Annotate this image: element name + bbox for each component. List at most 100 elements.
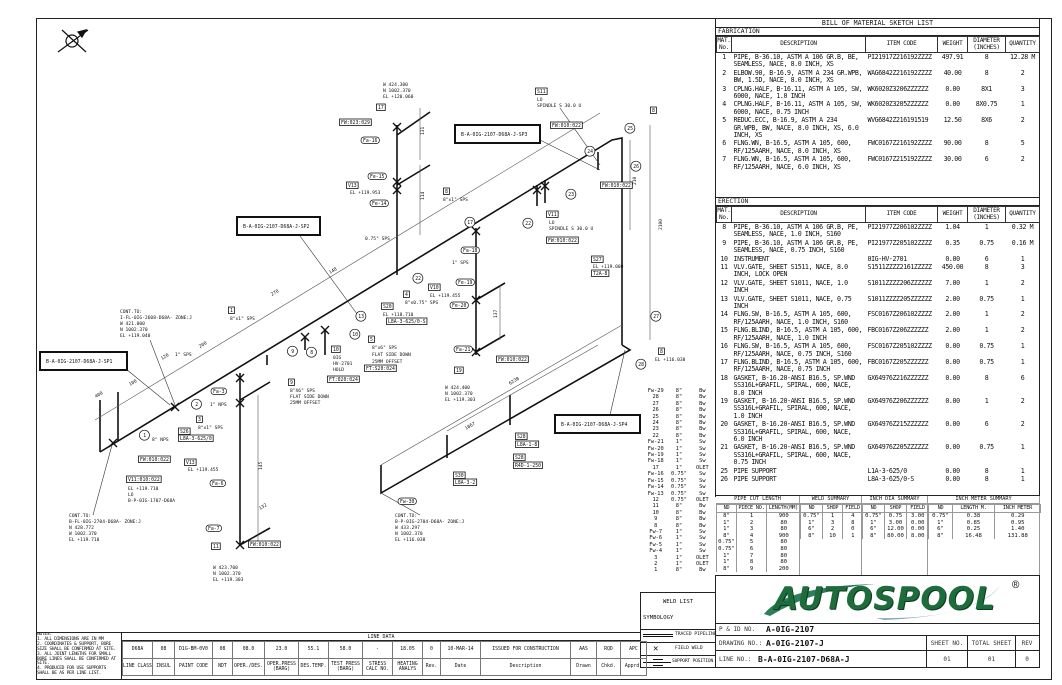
annotation-text: FLAT SIDE DOWN bbox=[290, 394, 329, 400]
annotation-text: EL +119.040 bbox=[120, 333, 151, 339]
pid-label: P & ID NO. bbox=[719, 626, 756, 633]
field-weld-icon: ✕ bbox=[653, 644, 659, 654]
annotation-text: W 424.400 bbox=[445, 385, 470, 391]
weld-no: Fw-14 bbox=[647, 484, 664, 491]
summary-cell: 1" bbox=[716, 552, 737, 560]
line-data-cell: HEATING ANALYS bbox=[392, 658, 423, 676]
summary-cell: 1" bbox=[716, 526, 737, 533]
line-data-cell: Chkd. bbox=[596, 658, 621, 676]
label-text: HV-2701 bbox=[333, 361, 353, 367]
diameter-cell: 1 bbox=[984, 278, 989, 287]
summary-cell: 0 bbox=[842, 526, 863, 533]
label-text: L8A-3-625/0-S bbox=[388, 319, 426, 325]
weld-no: Fw-13 bbox=[647, 490, 664, 497]
summary-cell: 2 bbox=[822, 526, 843, 533]
label-text: 8 bbox=[652, 108, 655, 114]
bom-header-cell: ITEM CODE bbox=[865, 206, 938, 223]
field-weld-tag: Fa-18 bbox=[460, 246, 480, 254]
tag-box: FW:010:022 bbox=[138, 455, 171, 463]
weld-size: 0.75" bbox=[671, 477, 687, 484]
label-text: 23 bbox=[568, 192, 574, 198]
weld-type: Bw bbox=[699, 388, 706, 394]
dimension-text: 6238 bbox=[508, 376, 521, 387]
summary-cell: 5 bbox=[736, 539, 767, 546]
label-text: I-FL-0IG-2608-D68A- ZONE:J bbox=[120, 315, 192, 321]
weight-cell: 0.00 bbox=[945, 254, 960, 263]
tag-box: S11 bbox=[535, 87, 548, 95]
summary-cell: 1" bbox=[928, 519, 953, 527]
label-text: 1" NPS bbox=[210, 402, 227, 408]
weld-no: Fw-7 bbox=[649, 528, 663, 535]
mat-no-cell: 15 bbox=[720, 326, 728, 335]
label-text: 17 bbox=[467, 220, 473, 226]
weld-size: 8" bbox=[675, 432, 683, 439]
mat-no-cell: 8 bbox=[722, 223, 726, 231]
dimension-text: 400 bbox=[94, 390, 104, 400]
annotation-text: 8"x1" SPS bbox=[230, 316, 255, 322]
summary-cell: 1.40 bbox=[994, 526, 1041, 533]
label-text: 9 bbox=[290, 380, 293, 386]
line-tag-text: B-A-0IG-2107-D68A-J-SP4 bbox=[561, 422, 628, 428]
annotation-text: EL +119.710 bbox=[128, 486, 159, 492]
field-weld-tag: Fa-16 bbox=[360, 136, 380, 144]
summary-cell: 0.75 bbox=[884, 512, 907, 520]
weight-cell: 0.00 bbox=[945, 475, 960, 483]
summary-cell: 0.29 bbox=[994, 512, 1041, 520]
mat-no-cell: 17 bbox=[720, 357, 728, 366]
description-cell: CPLNG.HALF, B-16.11, ASTM A 105, SW, 600… bbox=[733, 84, 866, 101]
bom-header-cell: MAT. No. bbox=[716, 36, 734, 53]
mat-no-cell: 3 bbox=[722, 84, 726, 93]
summary-cell: 0.95 bbox=[994, 519, 1041, 527]
weld-no: 26 bbox=[652, 407, 659, 414]
weld-no: 25 bbox=[652, 413, 659, 420]
weld-type: OLET bbox=[695, 554, 709, 561]
summary-cell: 1" bbox=[716, 559, 737, 566]
tag-box: 19 bbox=[454, 366, 464, 374]
weld-size: 0.75" bbox=[671, 496, 687, 503]
weight-cell: 2.00 bbox=[945, 294, 960, 303]
summary-cell: 0.75" bbox=[716, 539, 737, 546]
description-cell: PIPE, B-36.10, ASTM A 106 GR.B, PE, SEAM… bbox=[733, 223, 863, 239]
diameter-cell: 8X0.75 bbox=[975, 100, 998, 109]
label-text: CONT.TO: bbox=[395, 513, 417, 519]
diameter-cell: 6 bbox=[984, 155, 989, 164]
diameter-cell: 0.75 bbox=[979, 294, 994, 303]
label-text: 2100 bbox=[658, 219, 664, 230]
weld-type: Bw bbox=[699, 432, 706, 439]
annotation-text: EL +120.060 bbox=[383, 94, 414, 100]
summary-cell: 4 bbox=[736, 532, 767, 540]
notes: NOTES: 1. ALL DIMENSIONS ARE IN MM 2. CO… bbox=[36, 633, 122, 680]
label-text: 5 bbox=[370, 337, 373, 343]
item-code-cell: S1011ZZZZ205ZZZZZZ bbox=[867, 294, 933, 303]
annotation-text: EL +119.710 bbox=[69, 537, 100, 543]
summary-cell: 12.00 bbox=[884, 526, 907, 533]
label-text: Fa-16 bbox=[363, 138, 378, 144]
tag-box: 9 bbox=[288, 378, 295, 386]
summary-cell: 0.00 bbox=[906, 526, 929, 533]
annotation-text: EL +119.953 bbox=[350, 190, 381, 196]
annotation-text: 0.75" SPS bbox=[365, 236, 390, 242]
label-text: 9 bbox=[291, 349, 294, 355]
field-weld-tag: Fw-30 bbox=[397, 497, 417, 505]
label-text: FW:010:022 bbox=[498, 357, 527, 363]
line-data-cell: Apprd. bbox=[620, 658, 647, 676]
weld-type: Sw bbox=[699, 471, 706, 478]
annotation-text: N 428.772 bbox=[69, 525, 94, 531]
weld-size: 1" bbox=[675, 445, 683, 452]
tag-box: 8 bbox=[650, 106, 657, 114]
diameter-cell: 8 bbox=[984, 68, 989, 77]
weld-size: 1" bbox=[675, 458, 683, 465]
summary-cell: 6" bbox=[862, 526, 885, 533]
